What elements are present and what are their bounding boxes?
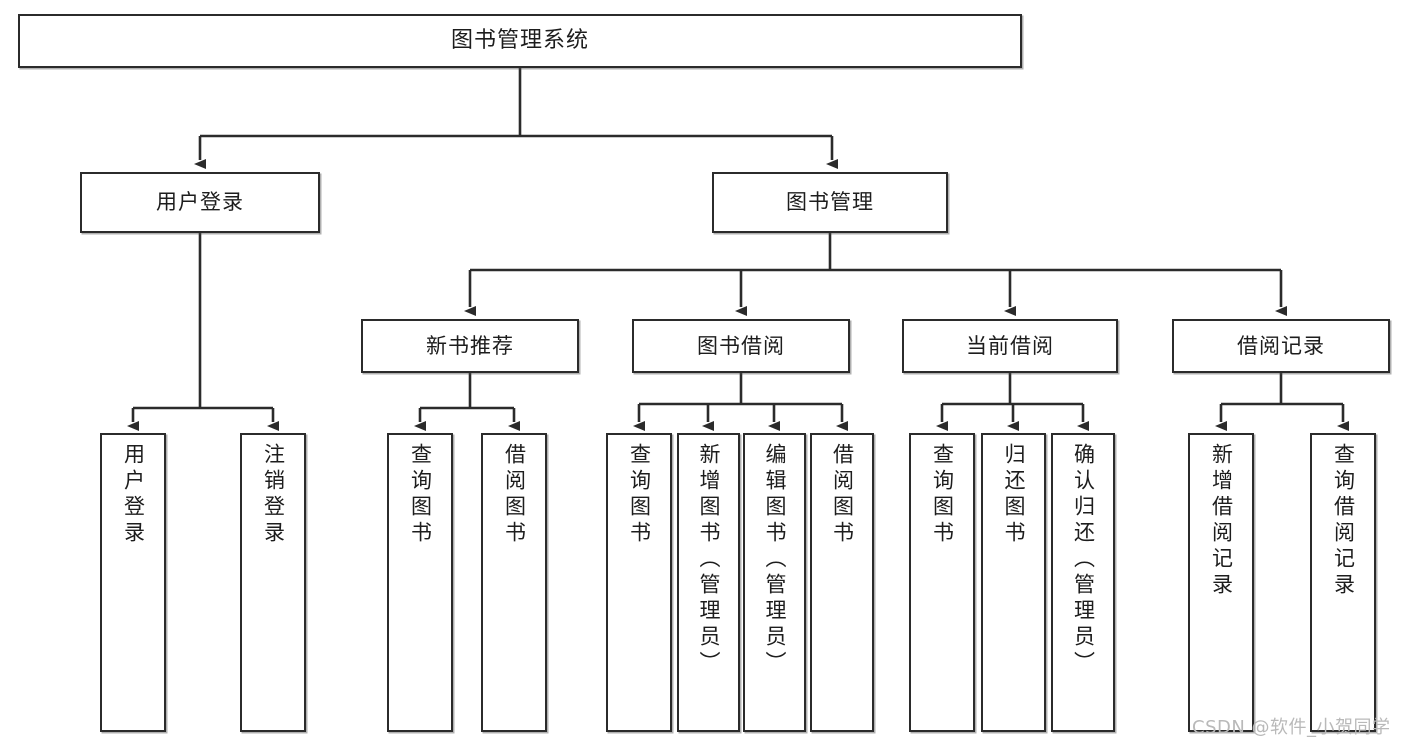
node-new-book-recommend[interactable]: 新书推荐 <box>361 319 579 373</box>
leaf-node[interactable]: 编辑图书（管理员） <box>743 433 806 732</box>
leaf-node-label: 归还图书 <box>1002 443 1026 547</box>
leaf-node[interactable]: 新增图书（管理员） <box>677 433 740 732</box>
leaf-node[interactable]: 注销登录 <box>240 433 306 732</box>
leaf-node[interactable]: 查询图书 <box>387 433 453 732</box>
leaf-node-label: 借阅图书 <box>502 443 527 547</box>
node-root[interactable]: 图书管理系统 <box>18 14 1022 68</box>
node-book-borrow[interactable]: 图书借阅 <box>632 319 850 373</box>
leaf-node-label: 查询图书 <box>627 443 652 547</box>
leaf-node[interactable]: 查询图书 <box>606 433 672 732</box>
node-book-borrow-label: 图书借阅 <box>697 333 785 358</box>
node-user-login[interactable]: 用户登录 <box>80 172 320 233</box>
leaf-node[interactable]: 借阅图书 <box>481 433 547 732</box>
node-book-management-label: 图书管理 <box>786 190 874 215</box>
node-new-book-recommend-label: 新书推荐 <box>426 333 514 358</box>
leaf-node-label: 新增借阅记录 <box>1209 443 1234 599</box>
leaf-node-label: 查询借阅记录 <box>1331 443 1356 599</box>
node-borrow-record-label: 借阅记录 <box>1237 333 1325 358</box>
leaf-node[interactable]: 查询借阅记录 <box>1310 433 1376 732</box>
leaf-node-label: 注销登录 <box>261 443 286 547</box>
node-current-borrow-label: 当前借阅 <box>966 333 1054 358</box>
leaf-node[interactable]: 用户登录 <box>100 433 166 732</box>
leaf-node[interactable]: 查询图书 <box>909 433 975 732</box>
leaf-node[interactable]: 借阅图书 <box>810 433 874 732</box>
node-borrow-record[interactable]: 借阅记录 <box>1172 319 1390 373</box>
leaf-node[interactable]: 新增借阅记录 <box>1188 433 1254 732</box>
leaf-node-label: 查询图书 <box>930 443 955 547</box>
leaf-node-label: 借阅图书 <box>830 443 855 547</box>
leaf-node-label: 新增图书（管理员） <box>697 443 721 677</box>
leaf-node-label: 编辑图书（管理员） <box>763 443 787 677</box>
leaf-node-label: 用户登录 <box>121 443 146 547</box>
leaf-node[interactable]: 归还图书 <box>981 433 1046 732</box>
leaf-node[interactable]: 确认归还（管理员） <box>1051 433 1115 732</box>
node-root-label: 图书管理系统 <box>450 28 589 54</box>
leaf-node-label: 查询图书 <box>408 443 433 547</box>
node-book-management[interactable]: 图书管理 <box>712 172 948 233</box>
node-user-login-label: 用户登录 <box>156 190 244 215</box>
node-current-borrow[interactable]: 当前借阅 <box>902 319 1118 373</box>
leaf-node-label: 确认归还（管理员） <box>1071 443 1096 677</box>
